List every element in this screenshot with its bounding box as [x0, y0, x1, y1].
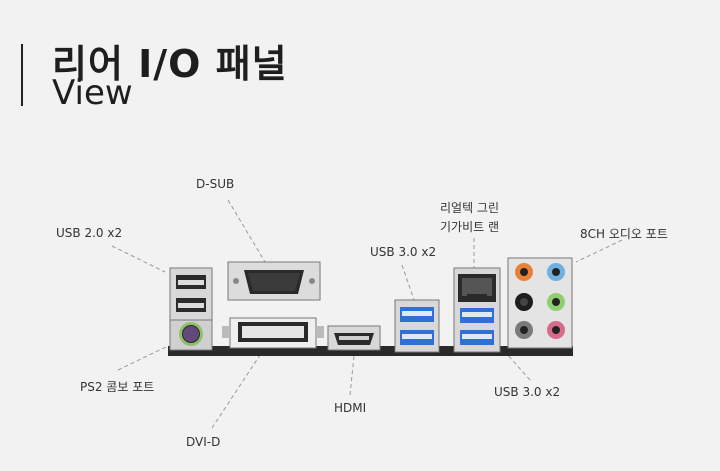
- label-audio: 8CH 오디오 포트: [580, 225, 668, 242]
- label-dvi: DVI-D: [186, 435, 220, 449]
- leader-ps2: [118, 346, 168, 370]
- leader-dsub: [228, 200, 265, 262]
- ps2-port: [170, 320, 212, 350]
- label-dsub: D-SUB: [196, 177, 234, 191]
- dvi-port: [222, 318, 324, 348]
- label-lan-line2: 기가비트 랜: [440, 218, 499, 235]
- label-lan-line1: 리얼텍 그린: [440, 199, 499, 216]
- audio-jack-block: [508, 258, 572, 348]
- label-usb3-bottom: USB 3.0 x2: [494, 385, 560, 399]
- leader-dvi: [212, 352, 262, 428]
- label-usb3-top: USB 3.0 x2: [370, 245, 436, 259]
- leader-usb3-top: [402, 265, 414, 300]
- label-hdmi: HDMI: [334, 401, 366, 415]
- usb3-port-stack-left: [395, 300, 439, 352]
- leader-audio: [576, 240, 622, 262]
- label-ps2: PS2 콤보 포트: [80, 378, 154, 395]
- hdmi-port: [328, 326, 380, 350]
- dsub-port: [228, 262, 320, 300]
- leader-hdmi: [350, 356, 354, 395]
- label-usb2: USB 2.0 x2: [56, 226, 122, 240]
- lan-usb3-stack: [454, 268, 500, 352]
- usb2-port-stack: [170, 268, 212, 320]
- leader-usb2: [112, 246, 165, 272]
